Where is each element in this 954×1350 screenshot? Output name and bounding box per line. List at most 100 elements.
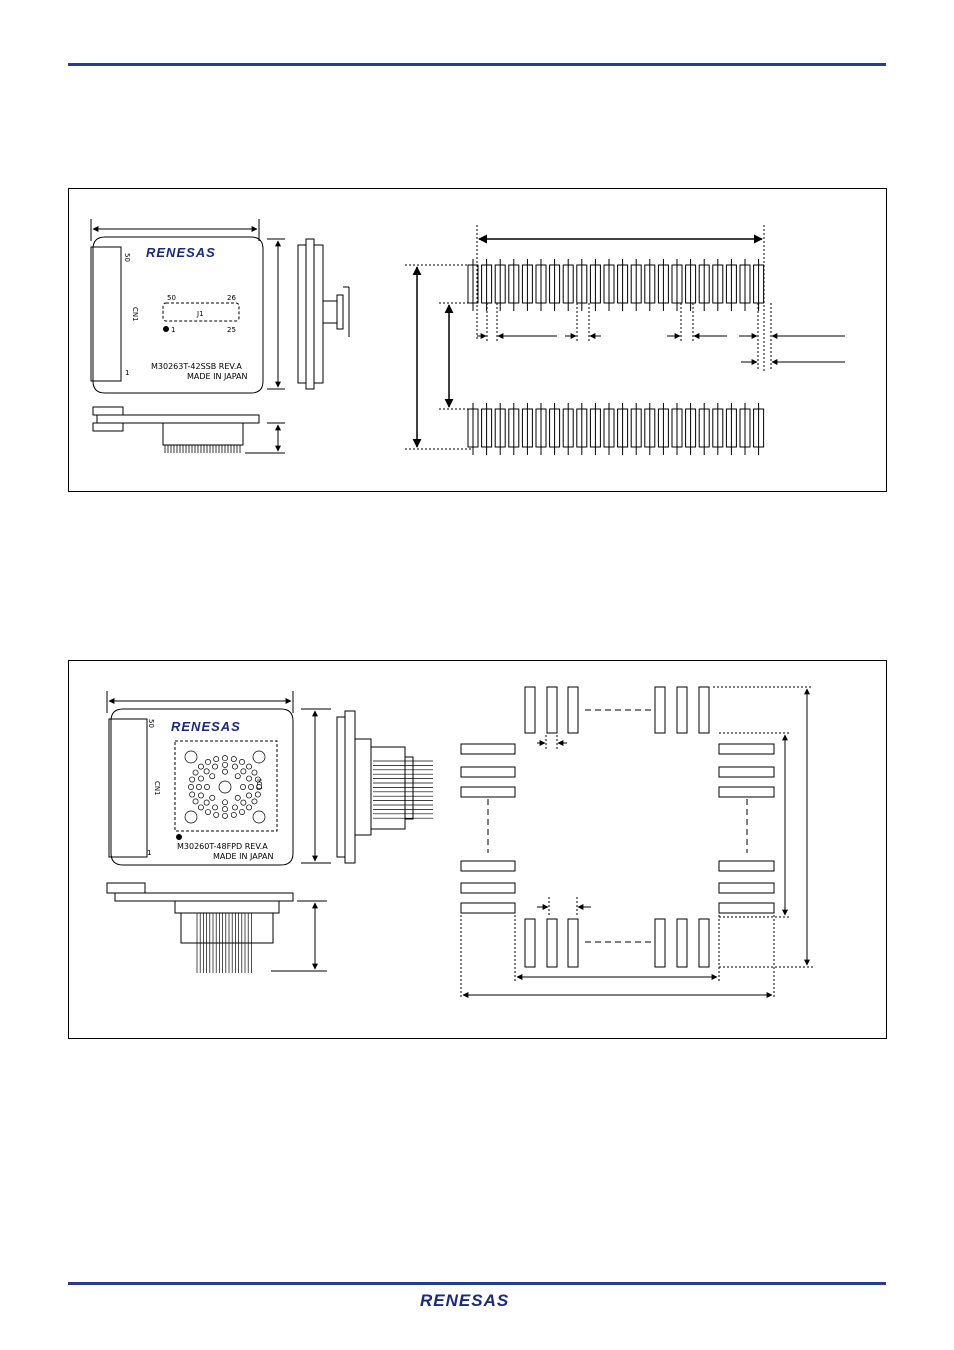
ball xyxy=(205,809,210,814)
pad-bottom xyxy=(699,919,709,967)
ball xyxy=(198,764,203,769)
footprint-row-top xyxy=(468,259,764,311)
socket-ball-grid xyxy=(185,751,265,823)
pad-right xyxy=(719,903,774,913)
ball xyxy=(193,799,198,804)
header-rule xyxy=(68,63,886,66)
ball xyxy=(222,769,227,774)
ball xyxy=(198,793,203,798)
ball xyxy=(222,762,227,767)
pin-bottom-label: 1 xyxy=(125,369,129,377)
socket-pin-tr: 26 xyxy=(227,294,236,302)
bottom-height-dimension xyxy=(245,423,285,453)
ball xyxy=(222,807,227,812)
ball xyxy=(188,784,193,789)
board2-origin: MADE IN JAPAN xyxy=(213,852,273,861)
pad-top xyxy=(525,687,535,733)
connector-label: CN1 xyxy=(131,307,139,322)
board-origin: MADE IN JAPAN xyxy=(187,372,247,381)
socket-pin-tl: 50 xyxy=(167,294,176,302)
ball xyxy=(198,805,203,810)
pin1-marker-2 xyxy=(176,834,182,840)
pad-right xyxy=(719,861,774,871)
board2-width-dimension xyxy=(107,691,293,713)
ball xyxy=(198,776,203,781)
pitch-dimensions xyxy=(477,303,845,371)
pad-bottom xyxy=(677,919,687,967)
ball xyxy=(240,784,245,789)
row-span-dimension xyxy=(405,265,471,449)
ball xyxy=(222,756,227,761)
pin-top-label: 50 xyxy=(123,253,131,262)
socket-pin-br: 25 xyxy=(227,326,236,334)
ball xyxy=(196,784,201,789)
bottom-view xyxy=(93,407,259,445)
board2-logo: RENESAS xyxy=(171,719,241,734)
pad-top xyxy=(547,687,557,733)
ball xyxy=(246,805,251,810)
pad-left xyxy=(461,744,515,754)
ball xyxy=(210,774,215,779)
ball xyxy=(222,813,227,818)
qfp-footprint xyxy=(461,687,774,967)
qfp-dimensions xyxy=(461,687,813,999)
ball xyxy=(239,809,244,814)
pad-right xyxy=(719,787,774,797)
figure-1-frame: 50 1 CN1 RENESAS 50 26 J1 1 25 M30263T-4… xyxy=(68,188,887,492)
ball xyxy=(241,769,246,774)
footer-logo-text: RENESAS xyxy=(420,1291,509,1310)
ball xyxy=(212,805,217,810)
pad-left xyxy=(461,861,515,871)
pin1-marker xyxy=(163,326,169,332)
ball xyxy=(246,793,251,798)
ball-large xyxy=(185,751,197,763)
figure-2-drawing: 50 1 CN1 RENESAS IC1 M30260T-48FPD REV.A… xyxy=(69,661,886,1038)
connector2-label: CN1 xyxy=(153,781,161,796)
footer-logo: RENESAS xyxy=(418,1287,538,1313)
figure-1-drawing: 50 1 CN1 RENESAS 50 26 J1 1 25 M30263T-4… xyxy=(69,189,886,491)
ball xyxy=(246,776,251,781)
footprint-row-bottom xyxy=(468,403,764,455)
pad-bottom xyxy=(568,919,578,967)
ball xyxy=(204,784,209,789)
pad-bottom xyxy=(655,919,665,967)
pad-left xyxy=(461,767,515,777)
ball xyxy=(212,764,217,769)
connector2-cn1 xyxy=(109,719,147,857)
ball xyxy=(193,770,198,775)
footprint-overall-width xyxy=(477,225,764,371)
ball xyxy=(252,799,257,804)
figure-2-frame: 50 1 CN1 RENESAS IC1 M30260T-48FPD REV.A… xyxy=(68,660,887,1039)
pad-top xyxy=(568,687,578,733)
ball xyxy=(222,800,227,805)
ball xyxy=(210,795,215,800)
height-dimension xyxy=(267,239,285,389)
connector-cn1 xyxy=(91,247,121,381)
pad-bottom xyxy=(547,919,557,967)
ball xyxy=(214,812,219,817)
pad-right xyxy=(719,744,774,754)
ball xyxy=(204,800,209,805)
ball xyxy=(232,764,237,769)
ball xyxy=(241,800,246,805)
board-model: M30263T-42SSB REV.A xyxy=(151,362,242,371)
ball xyxy=(235,795,240,800)
pin2-bottom-label: 1 xyxy=(147,849,151,857)
pad-left xyxy=(461,787,515,797)
ball xyxy=(190,792,195,797)
socket-pin-bl: 1 xyxy=(171,326,175,334)
ball-large xyxy=(185,811,197,823)
ball xyxy=(232,805,237,810)
ball xyxy=(255,792,260,797)
ball xyxy=(214,756,219,761)
bottom-pins xyxy=(165,445,240,453)
footer-rule xyxy=(68,1282,886,1285)
board2-model: M30260T-48FPD REV.A xyxy=(177,842,268,851)
ball-large xyxy=(219,781,231,793)
bottom-view-2 xyxy=(107,883,293,973)
ball xyxy=(190,777,195,782)
ball xyxy=(231,812,236,817)
ball xyxy=(252,770,257,775)
height-dimension-2 xyxy=(301,709,331,863)
ball xyxy=(204,769,209,774)
